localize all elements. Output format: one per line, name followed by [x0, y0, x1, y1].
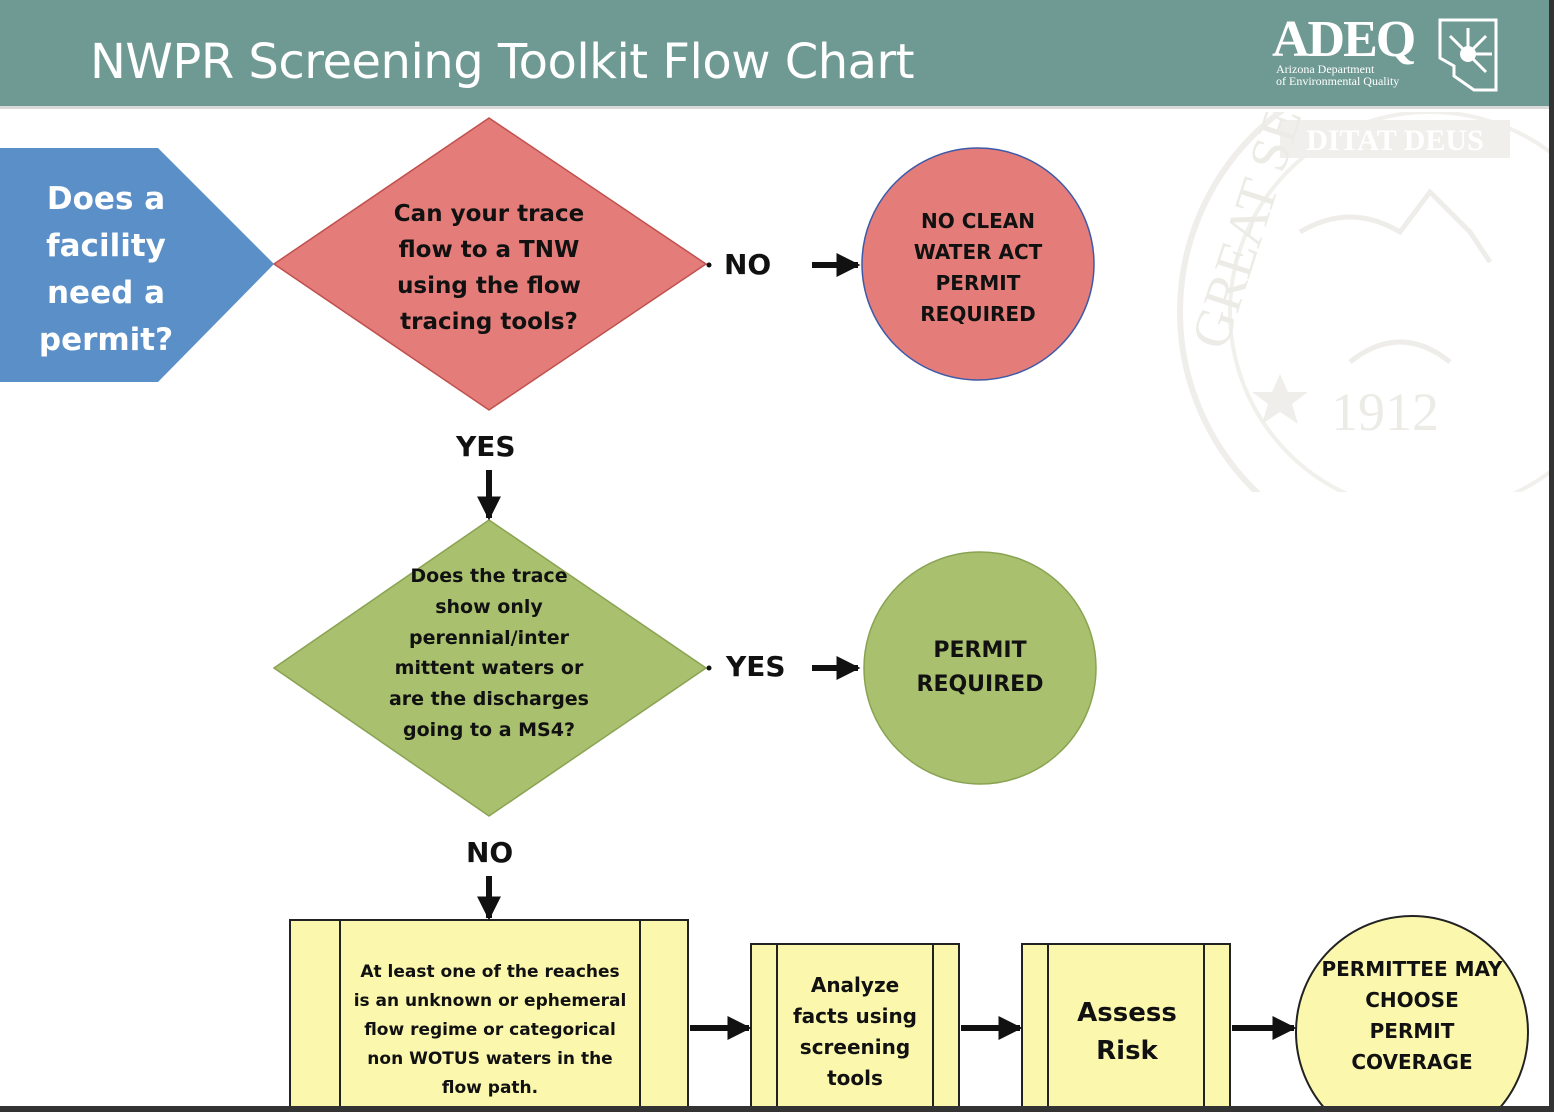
decision2-diamond — [272, 519, 708, 817]
header-divider — [0, 106, 1554, 109]
logo-wordmark: ADEQ — [1272, 11, 1416, 68]
screen-right-edge — [1549, 0, 1554, 1112]
process-analyze-shape — [750, 943, 960, 1112]
process-unknown-text: At least one of the reaches is an unknow… — [353, 962, 627, 1098]
seal-motto: DITAT DEUS — [1306, 124, 1484, 157]
decision1-text: Can your trace flow to a TNW using the f… — [393, 201, 585, 335]
header-bar: NWPR Screening Toolkit Flow Chart ADEQ A… — [0, 0, 1554, 106]
edge-label-d1-yes: YES — [456, 430, 516, 463]
screen-bottom-edge — [0, 1106, 1554, 1112]
edge-label-d1-no: NO — [724, 248, 772, 281]
process-unknown-shape — [289, 919, 689, 1112]
page-title: NWPR Screening Toolkit Flow Chart — [90, 34, 915, 90]
decision1-diamond — [272, 117, 708, 411]
no-permit-text: NO CLEAN WATER ACT PERMIT REQUIRED — [913, 209, 1043, 326]
edge-label-d2-no: NO — [466, 836, 514, 869]
start-node-text: Does a facility need a permit? — [38, 181, 174, 358]
decision2-text: Does the trace show only perennial/inter… — [388, 565, 589, 741]
logo-subtitle-line1: Arizona Department — [1276, 62, 1375, 76]
edge-label-d2-yes: YES — [726, 650, 786, 683]
logo-subtitle-line2: of Environmental Quality — [1276, 74, 1400, 88]
seal-year: 1912 — [1331, 382, 1439, 442]
permit-required-circle — [863, 551, 1097, 785]
adeq-logo: ADEQ Arizona Department of Environmental… — [1272, 10, 1504, 96]
process-analyze-text: Analyze facts using screening tools — [792, 973, 918, 1090]
arizona-sun-icon — [1438, 18, 1498, 92]
state-seal-watermark: DITAT DEUS GREAT SE 1912 — [1177, 112, 1554, 492]
process-assess-shape — [1021, 943, 1231, 1112]
start-node-shape — [0, 148, 274, 382]
no-permit-circle — [861, 147, 1095, 381]
permit-required-text: PERMIT REQUIRED — [916, 638, 1044, 697]
process-assess-text: Assess Risk — [1077, 998, 1177, 1066]
choose-coverage-text: PERMITTEE MAY CHOOSE PERMIT COVERAGE — [1321, 957, 1503, 1074]
